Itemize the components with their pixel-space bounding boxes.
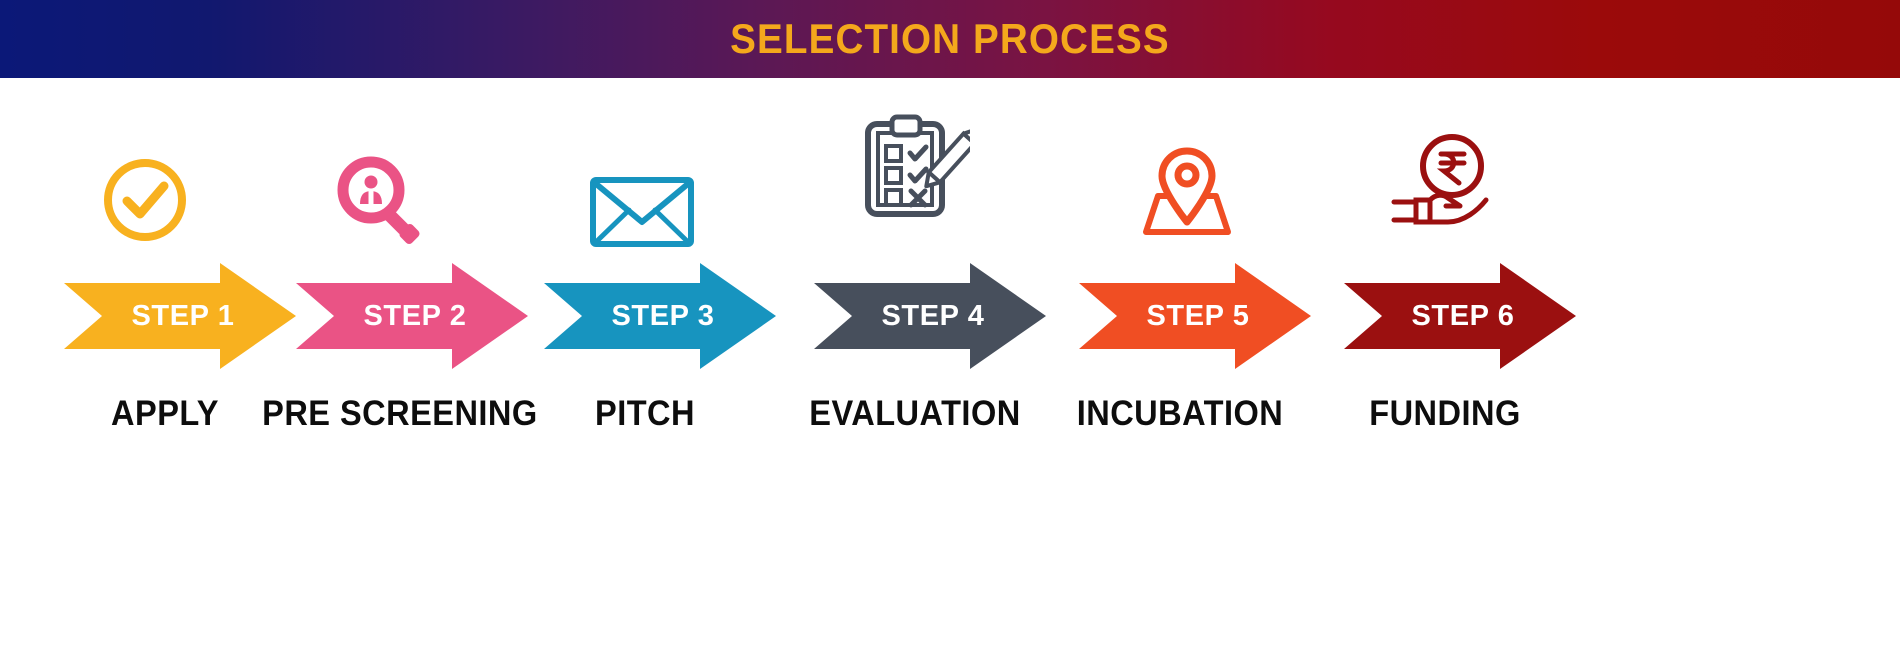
step-2-caption: PRE SCREENING bbox=[262, 394, 538, 433]
step-2-arrow[interactable]: STEP 2 bbox=[292, 261, 532, 371]
step-2-label: STEP 2 bbox=[363, 299, 467, 332]
person-search-icon bbox=[327, 148, 427, 248]
step-6-label: STEP 6 bbox=[1411, 299, 1515, 332]
step-5-caption: INCUBATION bbox=[1076, 394, 1284, 433]
process-step-3[interactable]: STEP 3 PITCH bbox=[520, 78, 776, 660]
step-4-label: STEP 4 bbox=[881, 299, 985, 332]
envelope-icon bbox=[587, 166, 697, 252]
process-step-2[interactable]: STEP 2 PRE SCREENING bbox=[262, 78, 537, 660]
step-3-arrow[interactable]: STEP 3 bbox=[540, 261, 780, 371]
step-3-caption: PITCH bbox=[595, 394, 695, 433]
step-1-caption: APPLY bbox=[111, 394, 219, 433]
step-2-icon-slot bbox=[317, 128, 437, 248]
process-step-1[interactable]: STEP 1 APPLY bbox=[40, 78, 296, 660]
process-step-4[interactable]: STEP 4 EVALUATION bbox=[790, 78, 1046, 660]
step-6-arrow[interactable]: STEP 6 bbox=[1340, 261, 1580, 371]
page-title: SELECTION PROCESS bbox=[730, 15, 1170, 62]
step-4-caption: EVALUATION bbox=[809, 394, 1021, 433]
arrow-shape bbox=[544, 263, 776, 369]
step-3-icon-slot bbox=[582, 132, 702, 252]
step-3-label: STEP 3 bbox=[611, 299, 715, 332]
arrow-shape bbox=[814, 263, 1046, 369]
step-4-arrow[interactable]: STEP 4 bbox=[810, 261, 1050, 371]
check-circle-icon bbox=[97, 152, 193, 248]
process-step-5[interactable]: STEP 5 INCUBATION bbox=[1055, 78, 1311, 660]
step-4-icon-slot bbox=[852, 102, 972, 222]
arrow-shape bbox=[1344, 263, 1576, 369]
step-5-arrow[interactable]: STEP 5 bbox=[1075, 261, 1315, 371]
process-step-6[interactable]: STEP 6 FUNDING bbox=[1320, 78, 1576, 660]
step-1-label: STEP 1 bbox=[131, 299, 235, 332]
arrow-shape bbox=[296, 263, 528, 369]
step-5-label: STEP 5 bbox=[1146, 299, 1250, 332]
arrow-shape bbox=[1079, 263, 1311, 369]
step-6-icon-slot bbox=[1386, 116, 1506, 236]
step-1-arrow[interactable]: STEP 1 bbox=[60, 261, 300, 371]
step-1-icon-slot bbox=[85, 128, 205, 248]
step-6-caption: FUNDING bbox=[1369, 394, 1521, 433]
step-5-icon-slot bbox=[1127, 118, 1247, 238]
clipboard-checklist-icon bbox=[854, 106, 970, 222]
map-pin-icon bbox=[1135, 134, 1239, 238]
hand-rupee-icon bbox=[1386, 130, 1506, 236]
arrow-shape bbox=[64, 263, 296, 369]
header-banner: SELECTION PROCESS bbox=[0, 0, 1900, 78]
process-steps: STEP 1 APPLY bbox=[0, 78, 1900, 660]
